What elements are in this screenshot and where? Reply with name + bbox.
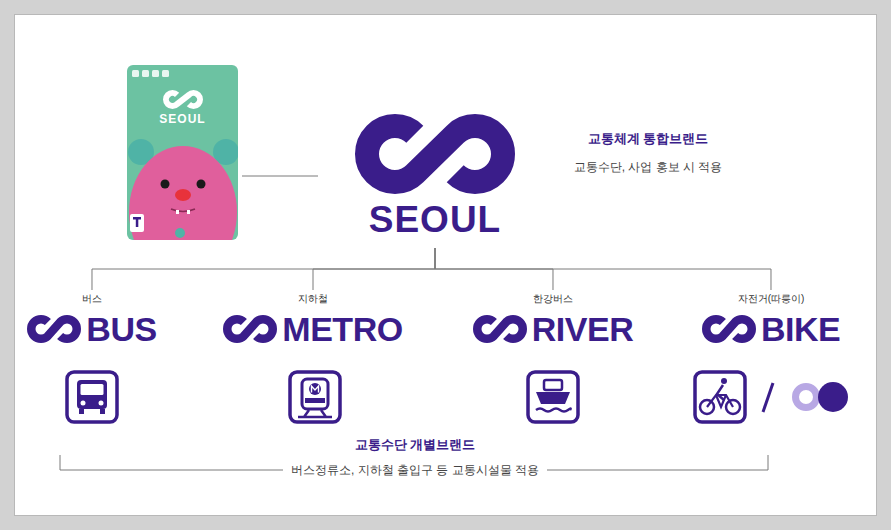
bus-window [81, 384, 104, 395]
metro-badge [309, 383, 321, 395]
card-icon [162, 70, 169, 77]
bus-light [99, 401, 104, 406]
mode-label: 버스 [82, 292, 102, 305]
brand-row: BUS [27, 311, 156, 347]
mode-label: 자전거(따릉이) [738, 292, 805, 305]
go-mark [473, 314, 527, 344]
card-icon [132, 70, 139, 77]
tmoney-card-art [127, 65, 239, 278]
tree-connector [435, 248, 771, 290]
brand-role-title: 교통체계 통합브랜드 [580, 131, 717, 147]
go-mark [223, 314, 277, 344]
rider-head [721, 378, 727, 384]
go-mark [702, 314, 756, 344]
brand-name: RIVER [532, 311, 633, 347]
ttareungi-dot [818, 382, 848, 412]
sub-brand: 버스 BUS [23, 290, 160, 349]
mode-label: 한강버스 [533, 292, 573, 305]
brand-name: BIKE [761, 311, 840, 347]
monster-button [175, 228, 185, 238]
train-track [298, 410, 332, 417]
tree-connector [242, 176, 318, 177]
mode-label: 지하철 [298, 292, 328, 305]
monster-eye [161, 180, 170, 189]
go-logo-mark [367, 126, 503, 182]
go-mark [27, 314, 81, 344]
river-bus-icon [528, 372, 578, 422]
boat-cabin [544, 380, 562, 390]
monster-body [129, 146, 237, 240]
brand-logo: SEOUL [318, 112, 552, 248]
bus-wheel [100, 409, 105, 414]
boat-hull [536, 392, 570, 404]
rider-body [717, 385, 724, 400]
icon-frame [290, 372, 340, 422]
monster-nose [175, 189, 191, 201]
bus-icon [67, 372, 117, 422]
card-text: SEOUL [123, 112, 242, 126]
monster-mouth [171, 209, 195, 212]
monster-eye [197, 180, 206, 189]
tree-connector [92, 248, 435, 290]
sub-brand: 지하철 METRO [219, 290, 406, 349]
monster-tooth [176, 210, 179, 214]
sub-brand: 자전거(따릉이) BIKE [698, 290, 844, 349]
monster-tooth [187, 210, 190, 214]
brand-name: BUS [86, 311, 156, 347]
tmoney-mark [136, 217, 139, 227]
card-icon [152, 70, 159, 77]
icon-frame [695, 372, 745, 422]
brand-name: METRO [282, 311, 402, 347]
tmoney-card: SEOUL [123, 65, 242, 240]
brand-row: BIKE [702, 311, 840, 347]
go-mark-path [706, 319, 752, 339]
icon-frame [528, 372, 578, 422]
bus-light [81, 401, 86, 406]
sub-brand: 한강버스 RIVER [469, 290, 637, 349]
metro-m-mark [312, 386, 319, 393]
boat-wave [536, 409, 571, 412]
group-note: 버스정류소, 지하철 출입구 등 교통시설물 적용 [283, 462, 547, 478]
tmoney-badge [130, 214, 144, 232]
go-mark-path [32, 319, 78, 339]
card-go-mark [166, 93, 200, 106]
go-mark-path [477, 319, 523, 339]
brand-row: METRO [223, 311, 402, 347]
ttareungi-ring [796, 387, 817, 408]
tree-connector [313, 248, 435, 290]
train-body [302, 379, 328, 409]
group-title: 교통수단 개별브랜드 [347, 437, 484, 453]
bike-icon [695, 372, 745, 422]
icon-frame [67, 372, 117, 422]
metro-icon [290, 372, 340, 422]
brand-role-note: 교통수단, 사업 홍보 시 적용 [566, 159, 731, 175]
train-window [305, 398, 325, 403]
slash-divider [763, 383, 773, 412]
go-mark-path [228, 319, 274, 339]
bus-body [77, 380, 107, 409]
card-icon [142, 70, 149, 77]
brand-row: RIVER [473, 311, 633, 347]
bus-wheel [79, 409, 84, 414]
brand-wordmark: SEOUL [318, 200, 552, 240]
